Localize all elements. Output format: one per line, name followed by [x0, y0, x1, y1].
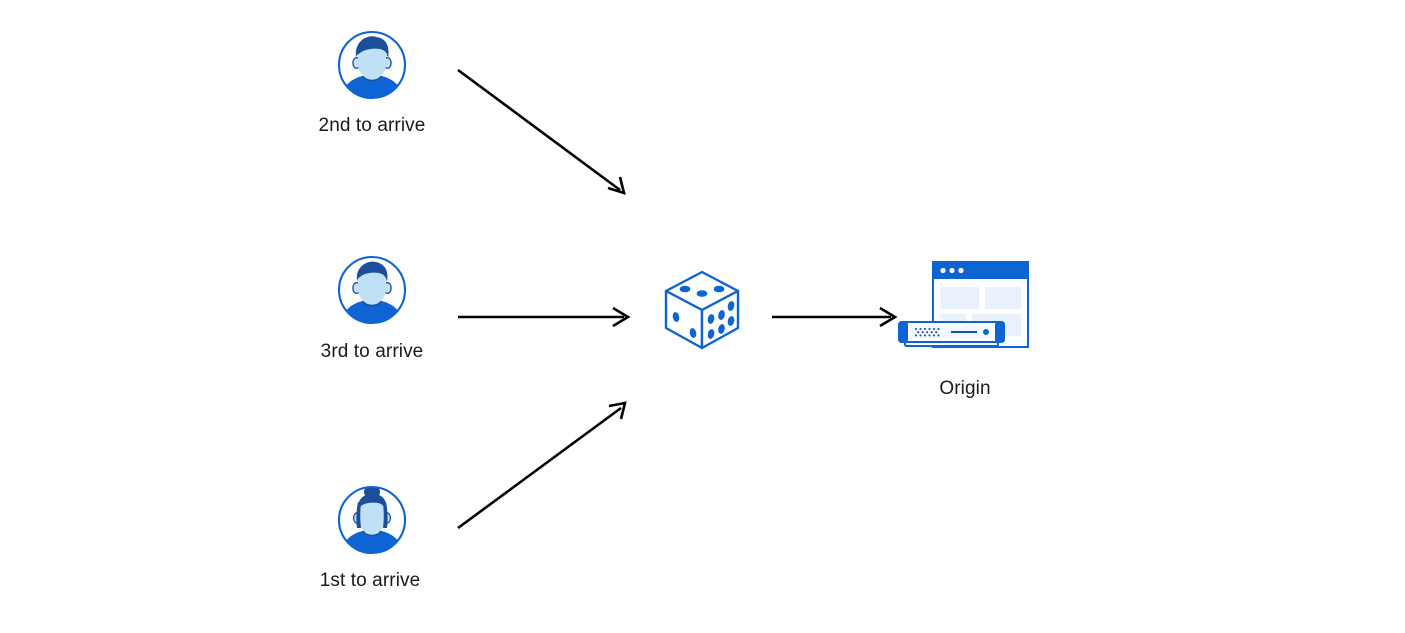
user-avatar-icon [337, 485, 407, 555]
dice-right-pips [707, 301, 735, 339]
arrow-1st-to-dice [457, 401, 627, 530]
browser-dot [949, 267, 955, 274]
origin-server-icon [898, 261, 1029, 348]
node-user-1st[interactable] [336, 484, 408, 556]
content-block [985, 287, 1021, 309]
user-avatar-icon [337, 30, 407, 100]
user-avatar-icon [337, 255, 407, 325]
node-label-origin: Origin [939, 378, 991, 399]
arrow-3rd-to-dice [458, 306, 631, 328]
server-led [983, 329, 989, 335]
node-label-user-1st: 1st to arrive [319, 570, 421, 591]
browser-dot [940, 267, 946, 274]
browser-dot [958, 267, 964, 274]
server-vent-dots [914, 327, 940, 337]
dice-icon [664, 270, 740, 350]
node-origin[interactable] [893, 256, 1033, 360]
dice-left-pips [672, 312, 697, 338]
node-user-3rd[interactable] [336, 254, 408, 326]
server-appliance-icon [898, 321, 1005, 347]
node-label-user-3rd: 3rd to arrive [320, 341, 424, 362]
arrow-dice-to-origin [772, 306, 898, 328]
node-user-2nd[interactable] [336, 29, 408, 101]
dice-top-pips [679, 285, 725, 297]
node-dice[interactable] [660, 268, 744, 352]
node-label-user-2nd: 2nd to arrive [318, 115, 426, 136]
content-block [941, 287, 979, 309]
arrow-2nd-to-dice [457, 68, 626, 195]
